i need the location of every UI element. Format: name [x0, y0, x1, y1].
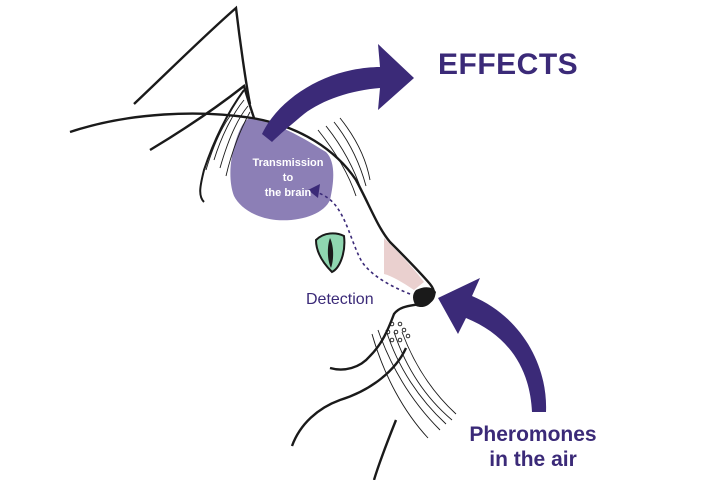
pheromones-label-line-1: Pheromones — [469, 423, 597, 446]
pheromones-arrow-icon — [438, 278, 547, 412]
effects-label: EFFECTS — [438, 48, 579, 81]
cat-pupil — [327, 238, 334, 268]
pheromones-label: Pheromones in the air — [440, 422, 626, 472]
whisker-dots — [385, 321, 411, 343]
neck-outline — [372, 419, 398, 480]
pheromones-label-line-2: in the air — [489, 448, 577, 471]
head-outline — [69, 112, 436, 371]
chin-outline — [290, 347, 408, 447]
nose-patch — [384, 238, 424, 290]
effects-arrow-icon — [262, 44, 414, 142]
brain-label-line-2: to — [282, 172, 294, 184]
detection-arrowhead — [308, 184, 320, 198]
front-ear-inner — [199, 89, 245, 203]
cat-nose — [413, 287, 436, 308]
muzzle-whiskers — [371, 329, 457, 439]
brain-region — [230, 118, 334, 221]
brain-label-line-1: Transmission — [252, 157, 324, 169]
brain-transmission-label: Transmission to the brain — [236, 156, 340, 201]
detection-label: Detection — [306, 291, 374, 308]
brain-label-line-3: the brain — [264, 187, 312, 199]
detection-path — [315, 191, 411, 295]
front-ear — [149, 83, 256, 152]
back-ear — [133, 5, 252, 105]
